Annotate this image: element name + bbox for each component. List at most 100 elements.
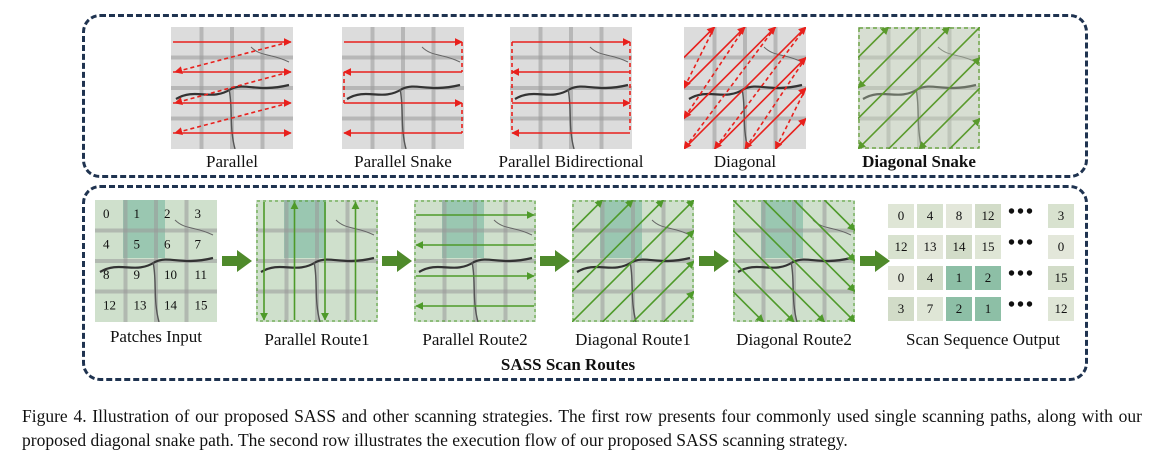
scan-path-segment: [733, 260, 795, 322]
scan-path-segment: [572, 200, 694, 322]
route-border: [414, 200, 536, 322]
patch-number: 5: [134, 237, 141, 252]
caption-patches-input: Patches Input: [109, 327, 203, 346]
scan-path-segment: [823, 200, 855, 232]
scan-path-segment: [684, 27, 746, 120]
output-patch: 1: [946, 266, 972, 290]
patch-number: 15: [195, 298, 208, 313]
flow-arrow-icon: [222, 250, 252, 272]
flow-arrow-icon: [860, 250, 890, 272]
scan-path-segment: [632, 260, 694, 322]
patch-number: 3: [195, 206, 202, 221]
scan-path-segment: [858, 27, 980, 149]
scan-path-segment: [684, 27, 777, 120]
patch-number: 14: [164, 298, 178, 313]
scan-path-segment: [733, 229, 826, 322]
scan-path-segment: [887, 56, 980, 149]
patch-number: 9: [134, 267, 141, 282]
output-patch: 0: [888, 204, 914, 228]
parallel-snake-thumbnail: [342, 27, 464, 149]
scan-path-segment: [793, 200, 855, 262]
diagonal-snake-thumbnail: [858, 27, 980, 149]
patch-number: 0: [103, 206, 110, 221]
scan-path-segment: [174, 71, 290, 105]
scan-path-segment: [774, 117, 806, 149]
output-patch: 2: [975, 266, 1001, 290]
ellipsis: •••: [1008, 201, 1036, 223]
scan-path-segment: [858, 27, 890, 59]
crack-line: [567, 88, 575, 149]
snake-border: [858, 27, 980, 149]
caption-parallel-route1: Parallel Route1: [264, 330, 370, 349]
flow-arrow-icon: [540, 250, 570, 272]
output-patch: 2: [946, 297, 972, 321]
crack-line: [399, 88, 407, 149]
crack-line: [471, 261, 479, 322]
output-patch: 12: [888, 235, 914, 259]
patch-number: 10: [164, 267, 177, 282]
scan-path-segment: [858, 27, 920, 89]
crack-line: [335, 219, 375, 236]
output-patch: 4: [917, 204, 943, 228]
scan-path-segment: [174, 102, 290, 136]
scan-path-segment: [774, 87, 806, 149]
caption-diagonal-route2: Diagonal Route2: [736, 330, 852, 349]
scan-path-segment: [601, 229, 694, 322]
patch-number: 13: [134, 298, 147, 313]
scan-path-segment: [762, 200, 855, 293]
scan-path-segment: [684, 27, 716, 89]
output-patch: 3: [1048, 204, 1074, 228]
parallel-route1-thumbnail: [256, 200, 378, 322]
patch-number: 6: [164, 237, 171, 252]
scan-path-segment: [572, 200, 634, 262]
crack-line: [175, 83, 290, 100]
patch-number: 1: [134, 206, 141, 221]
patch-number: 4: [103, 237, 110, 252]
crack-line: [260, 256, 375, 273]
flow-arrow-icon: [699, 250, 729, 272]
scan-path-segment: [713, 56, 806, 149]
ellipsis: •••: [1008, 232, 1036, 254]
patch-number: 8: [103, 267, 110, 282]
scan-path-segment: [684, 27, 746, 89]
crack-line: [418, 256, 533, 273]
scan-path-segment: [684, 27, 777, 149]
scan-path-segment: [733, 290, 765, 322]
scan-path-segment: [918, 87, 980, 149]
crack-line: [99, 256, 214, 273]
route-border: [572, 200, 694, 322]
flow-arrow-icon: [382, 250, 412, 272]
caption-diagonal: Diagonal: [713, 152, 777, 171]
parallel-bidirectional-thumbnail: [510, 27, 632, 149]
scan-path-segment: [572, 200, 604, 232]
figure-caption: Figure 4. Illustration of our proposed S…: [22, 406, 1142, 450]
patch-number: 7: [195, 237, 202, 252]
scan-path-segment: [948, 117, 980, 149]
ellipsis: •••: [1008, 294, 1036, 316]
output-patch: 12: [975, 204, 1001, 228]
caption-parallel-route2: Parallel Route2: [422, 330, 528, 349]
crack-line: [629, 261, 637, 322]
patch-number: 12: [103, 298, 116, 313]
crack-line: [421, 46, 461, 63]
route-border: [733, 200, 855, 322]
caption-diagonal-route1: Diagonal Route1: [575, 330, 691, 349]
scan-path-segment: [662, 290, 694, 322]
route-border: [256, 200, 378, 322]
output-patch: 8: [946, 204, 972, 228]
caption-parallel-snake: Parallel Snake: [354, 152, 452, 171]
scan-path-segment: [858, 27, 951, 120]
crack-line: [152, 261, 160, 322]
output-patch: 14: [946, 235, 972, 259]
output-patch: 0: [888, 266, 914, 290]
scan-path-segment: [733, 200, 855, 322]
diagonal-route2-thumbnail: [733, 200, 855, 322]
crack-line: [651, 219, 691, 236]
output-patch: 0: [1048, 235, 1074, 259]
scan-path-segment: [713, 27, 806, 149]
parallel-thumbnail: [171, 27, 293, 149]
parallel-route2-thumbnail: [414, 200, 536, 322]
output-patch: 15: [975, 235, 1001, 259]
